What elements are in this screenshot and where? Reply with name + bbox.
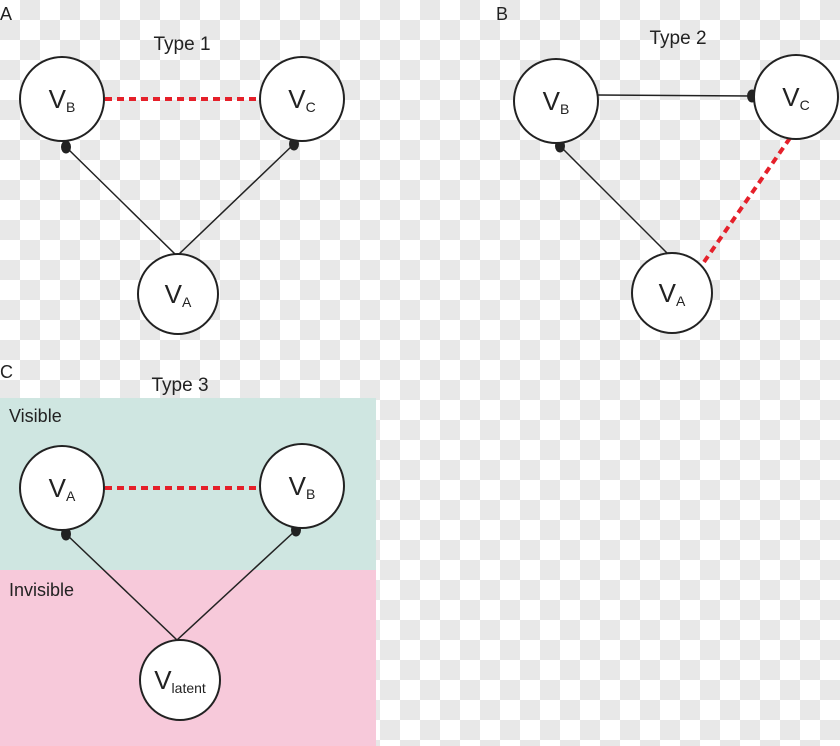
panel-a-edge-va-vb [65,146,178,257]
panel-a-endpoint-vb [61,140,71,154]
panel-b-node-vc: VC [753,54,839,140]
svg-text:VA: VA [659,278,686,309]
svg-text:VC: VC [782,82,809,113]
panel-a-node-vb: VB [19,56,105,142]
panel-b-letter: B [496,4,508,24]
panel-c-edge-vlatent-vb [176,529,297,641]
panel-c-letter: C [0,362,13,382]
svg-text:VB: VB [543,86,570,117]
panel-a-letter: A [0,4,12,24]
panel-b-edge-vb-vc [596,94,753,97]
panel-b-edge-va-vc [702,136,792,264]
invisible-region-label: Invisible [9,580,74,600]
panel-c-title: Type 3 [151,375,208,396]
svg-text:VC: VC [288,84,315,115]
panel-c-node-va: VA [19,445,105,531]
panel-a-edge-va-vc [176,143,295,257]
svg-text:VB: VB [49,84,76,115]
panel-c-node-vlatent: Vlatent [139,639,221,721]
panel-b-title: Type 2 [649,28,706,49]
svg-text:Vlatent: Vlatent [154,665,206,696]
panel-a-title: Type 1 [153,34,210,55]
panel-b-node-va: VA [631,252,713,334]
panel-c-edge-vlatent-va [65,533,178,641]
visible-region-label: Visible [9,406,62,426]
svg-text:VA: VA [165,279,192,310]
panel-b-edge-va-vb [559,145,669,255]
panel-a-node-va: VA [137,253,219,335]
panel-b-node-vb: VB [513,58,599,144]
svg-text:VA: VA [49,473,76,504]
svg-text:VB: VB [289,471,316,502]
panel-c-node-vb: VB [259,443,345,529]
panel-a-node-vc: VC [259,56,345,142]
